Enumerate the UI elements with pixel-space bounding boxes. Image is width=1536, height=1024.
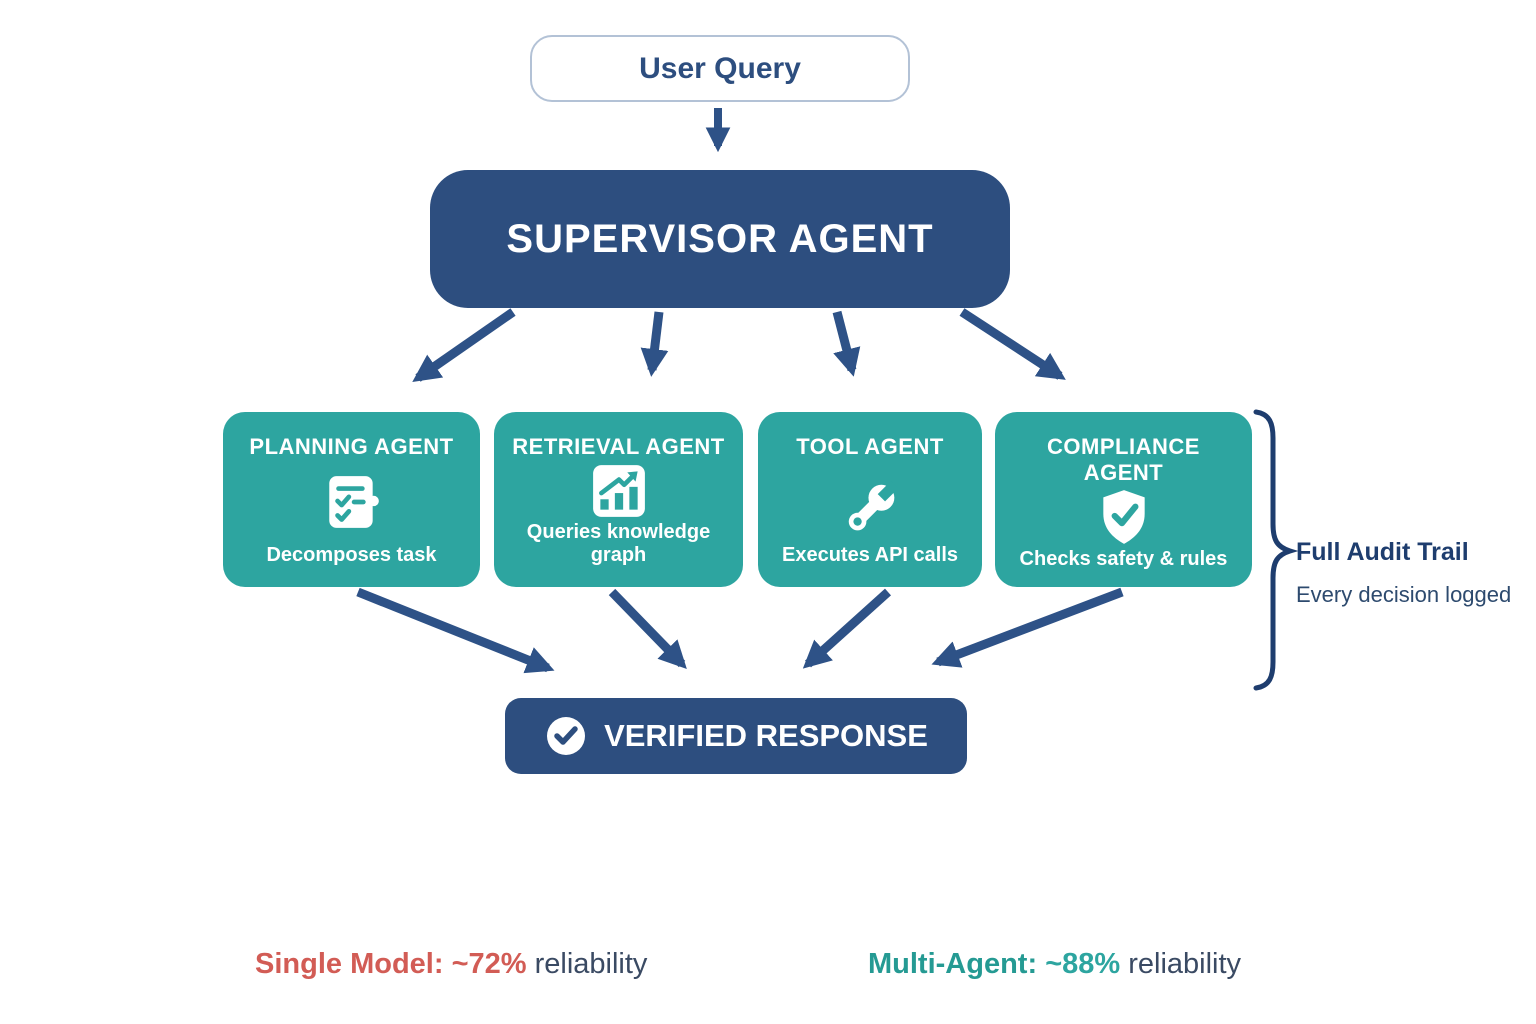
verified-response-label: VERIFIED RESPONSE — [604, 718, 928, 753]
planning-agent-title: PLANNING AGENT — [249, 434, 454, 459]
tool-to-verified-arrow — [802, 588, 892, 669]
planning-agent-subtitle: Decomposes task — [266, 544, 437, 566]
single-model-label: Single Model: — [255, 948, 444, 980]
supervisor-agent-label: SUPERVISOR AGENT — [506, 216, 934, 261]
tool-agent-box: TOOL AGENT Executes API calls — [758, 412, 982, 587]
compliance-to-verified-arrow — [931, 587, 1124, 668]
compliance-agent-box: COMPLIANCE AGENT Checks safety & rules — [995, 412, 1252, 587]
supervisor-to-compliance-arrow — [959, 308, 1066, 380]
planning-agent-box: PLANNING AGENT Decomposes task — [223, 412, 480, 587]
retrieval-agent-box: RETRIEVAL AGENT Queries knowledge graph — [494, 412, 743, 587]
user-query-box: User Query — [530, 35, 910, 102]
supervisor-to-tool-arrow — [832, 310, 861, 377]
verified-response-box: VERIFIED RESPONSE — [505, 698, 967, 774]
multi-agent-label: Multi-Agent: — [868, 948, 1038, 980]
tool-agent-title: TOOL AGENT — [796, 434, 944, 459]
checklist-icon — [323, 471, 381, 533]
bar-chart-trend-icon — [590, 460, 648, 521]
user-query-label: User Query — [639, 51, 801, 85]
single-model-value: ~72% — [451, 948, 527, 980]
shield-check-icon — [1095, 486, 1153, 548]
wrench-icon — [758, 474, 982, 536]
supervisor-to-retrieval-arrow — [640, 311, 669, 377]
tool-agent-subtitle: Executes API calls — [781, 544, 959, 566]
planning-to-verified-arrow — [356, 587, 555, 674]
single-model-suffix: reliability — [526, 948, 648, 980]
retrieval-to-verified-arrow — [608, 588, 687, 670]
multi-agent-stat: Multi-Agent: ~88% reliability — [868, 948, 1241, 981]
audit-trail-title: Full Audit Trail — [1296, 538, 1469, 566]
audit-trail-subtitle: Every decision logged — [1296, 582, 1512, 607]
compliance-agent-title: COMPLIANCE AGENT — [1047, 434, 1200, 485]
circle-check-icon — [544, 714, 588, 758]
retrieval-agent-subtitle: Queries knowledge graph — [526, 521, 711, 566]
supervisor-to-planning-arrow — [412, 308, 516, 382]
multi-agent-suffix: reliability — [1120, 948, 1242, 980]
audit-bracket — [1253, 409, 1299, 691]
compliance-agent-subtitle: Checks safety & rules — [1019, 548, 1228, 570]
single-model-stat: Single Model: ~72% reliability — [255, 948, 647, 981]
multi-agent-value: ~88% — [1045, 948, 1121, 980]
supervisor-agent-box: SUPERVISOR AGENT — [430, 170, 1010, 308]
retrieval-agent-title: RETRIEVAL AGENT — [512, 434, 725, 459]
